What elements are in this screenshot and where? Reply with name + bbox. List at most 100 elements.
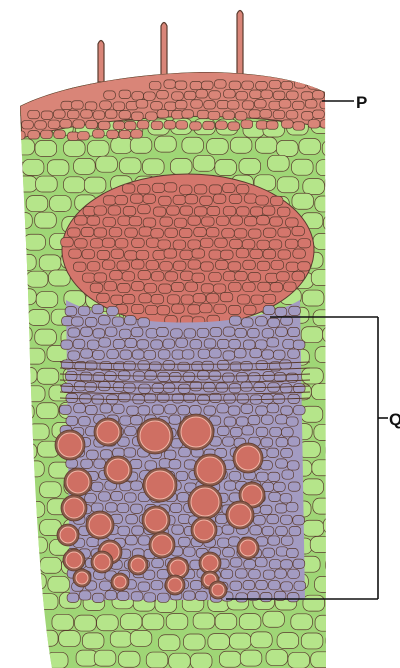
epidermis-cell [241,120,253,128]
cortex-cell [75,615,97,631]
epidermis-cell [282,120,294,128]
phloem-cell [262,527,274,536]
phloem-cell [260,592,272,601]
phloem-cell [288,437,300,446]
cortex-cell [24,234,46,250]
cap-cell [151,295,164,304]
phloem-cell [287,461,299,470]
cap-cell [139,294,152,303]
cortex-cell [215,614,237,630]
cortex-cell [208,634,230,650]
cortex-cell [1,194,23,210]
phloem-cell [158,372,170,381]
cortex-cell [299,138,321,154]
phloem-cell [170,503,182,512]
epidermis-cell [256,81,268,89]
phloem-cell [275,569,287,578]
cap-cell [131,282,144,291]
phloem-cell [281,448,293,457]
xylem-vessel [240,540,256,556]
cortex-cell [22,159,44,175]
cap-cell [172,304,185,313]
cortex-cell [74,158,96,174]
phloem-cell [263,548,275,557]
phloem-cell [196,591,208,600]
xylem-vessel [60,527,76,543]
epidermis-cell [131,130,143,138]
epidermis-cell [119,130,131,138]
cap-cell [216,216,229,225]
phloem-cell [218,538,230,547]
cap-cell [206,294,219,303]
cap-cell [243,260,256,269]
xylem-vessel [89,514,111,536]
cap-cell [248,229,261,238]
phloem-cell [241,318,253,327]
epidermis-cell [312,91,324,99]
cap-cell [94,206,107,215]
epidermis-cell [266,121,278,129]
epidermis-cell [293,122,305,130]
epidermis-cell [107,130,119,138]
cortex-cell [326,368,348,384]
cap-cell [263,250,276,259]
cap-cell [257,216,270,225]
cap-cell [188,240,201,249]
epidermis-cell [308,120,320,128]
xylem-vessel [229,504,251,526]
epidermis-cell [229,81,241,89]
epidermis-cell [273,91,285,99]
cortex-cell [182,137,204,153]
cortex-cell [23,501,45,517]
cortex-cell [277,633,299,649]
cortex-cell [339,538,361,554]
phloem-cell [93,329,105,338]
cortex-cell [339,461,361,477]
epidermis-cell [104,91,116,99]
epidermis-cell [305,100,317,108]
cortex-cell [193,613,215,629]
phloem-cell [209,371,221,380]
cortex-cell [84,177,106,193]
phloem-cell [184,329,196,338]
epidermis-cell [214,80,226,88]
phloem-cell [61,340,73,349]
phloem-cell [139,384,151,393]
phloem-cell [267,448,279,457]
phloem-cell [267,338,279,347]
cortex-cell [24,80,46,96]
epidermis-cell [269,101,281,109]
epidermis-cell [119,90,131,98]
phloem-cell [229,340,241,349]
cap-cell [122,294,135,303]
cortex-cell [302,479,324,495]
phloem-cell [224,394,236,403]
epidermis-cell [86,120,98,128]
cortex-cell [26,271,48,287]
phloem-cell [93,350,105,359]
phloem-cell [98,316,110,325]
cap-cell [228,262,241,271]
phloem-cell [217,426,229,435]
epidermis-cell [286,111,298,119]
phloem-cell [280,384,292,393]
cortex-cell [50,196,72,212]
cap-cell [270,217,283,226]
phloem-cell [221,569,233,578]
phloem-cell [133,395,145,404]
cap-cell [139,227,152,236]
cap-cell [229,194,242,203]
phloem-cell [236,593,248,602]
cortex-cell [0,120,22,136]
cortex-cell [326,633,348,649]
root-hair [237,11,243,79]
cap-cell [136,250,149,259]
xylem-vessel [236,446,260,470]
cortex-cell [46,652,68,668]
epidermis-cell [227,101,239,109]
phloem-cell [283,339,295,348]
cortex-cell [326,403,348,419]
phloem-cell [124,361,136,370]
cap-cell [292,272,305,281]
phloem-cell [112,317,124,326]
